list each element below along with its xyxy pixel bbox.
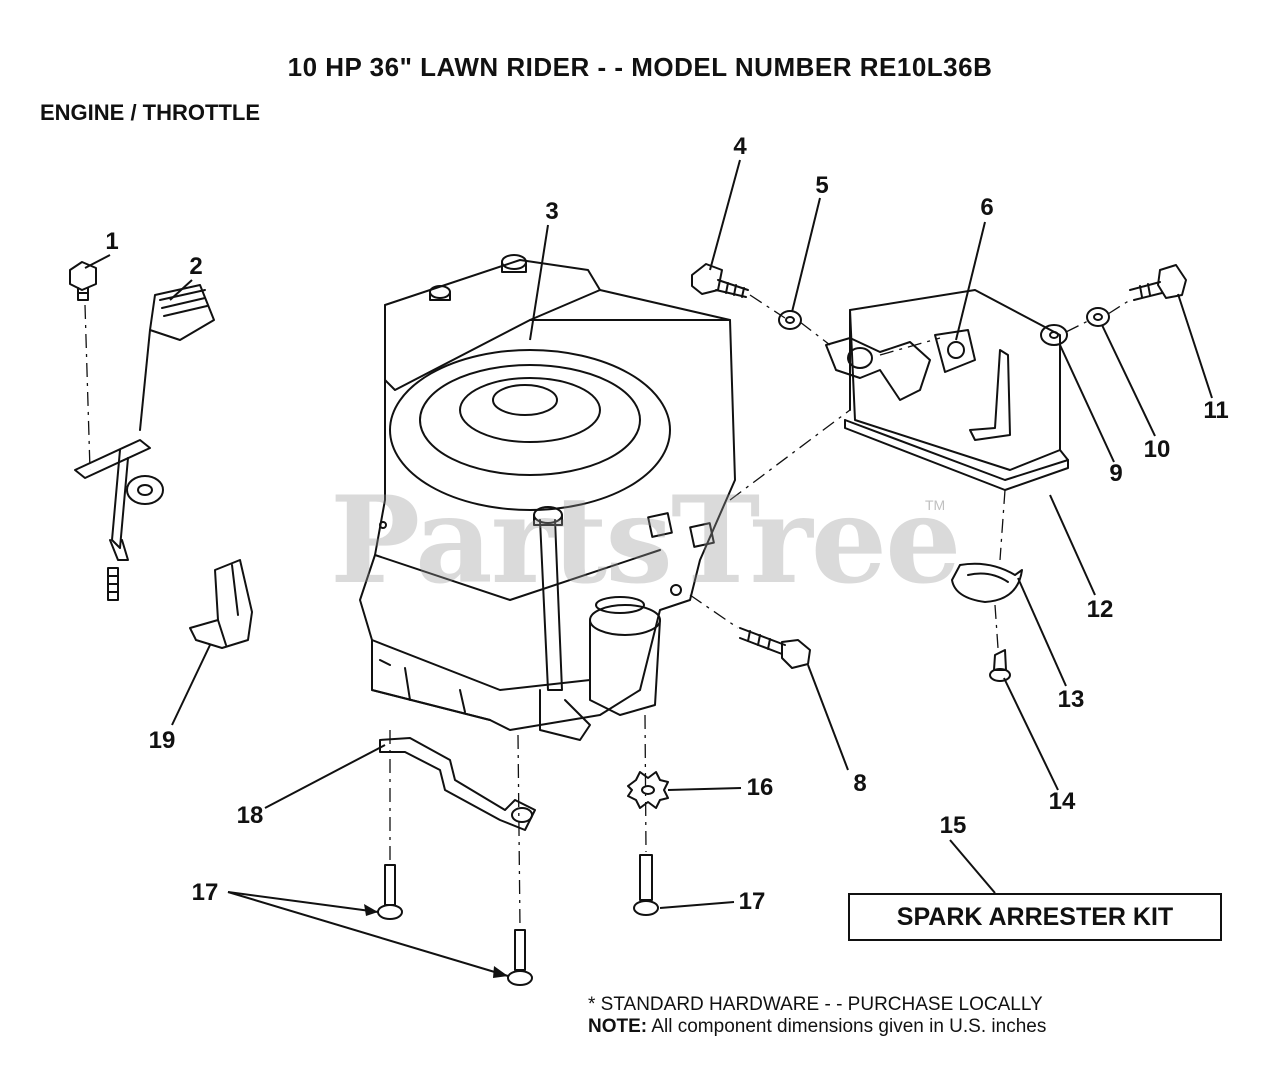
callout-6: 6 [980,194,994,221]
part-8-bolt [739,627,811,669]
part-1-bolt [69,261,97,301]
note-text: All component dimensions given in U.S. i… [651,1016,1047,1037]
callout-14: 14 [1048,788,1076,815]
part-6-gasket [825,329,976,401]
part-14-screw [989,649,1011,682]
part-10-lockwasher [1086,307,1110,327]
callout-17-left: 17 [191,879,219,906]
callout-9: 9 [1109,460,1123,487]
part-3-engine [359,254,736,741]
callout-15: 15 [939,812,967,839]
part-13-spark-arrester-screen [951,562,1023,603]
callout-19: 19 [148,727,176,754]
callout-8: 8 [853,770,867,797]
leader-lines [84,159,1213,977]
part-16-star-washer [627,771,669,809]
section-title: ENGINE / THROTTLE [40,100,260,125]
callout-1: 1 [105,228,119,255]
callout-2: 2 [189,253,203,280]
dimensions-note: NOTE: All component dimensions given in … [588,1016,1046,1038]
part-19-cable-clamp [189,559,253,649]
part-4-bolt [691,263,749,298]
callout-3: 3 [545,198,559,225]
part-12-muffler [844,289,1069,491]
callout-17-right: 17 [738,888,766,915]
part-18-bracket [379,737,536,831]
callout-18: 18 [236,802,264,829]
callout-11: 11 [1203,397,1229,424]
part-11-bolt [1129,264,1187,301]
callout-10: 10 [1143,436,1171,463]
callout-5: 5 [815,172,829,199]
hardware-footnote: * STANDARD HARDWARE - - PURCHASE LOCALLY [588,994,1043,1015]
callout-4: 4 [733,133,747,160]
callout-16: 16 [746,774,774,801]
watermark-trademark: TM [925,497,946,513]
callout-12: 12 [1086,596,1114,623]
leader-arrowheads [364,904,508,978]
spark-arrester-kit-label: SPARK ARRESTER KIT [848,893,1222,941]
callout-13: 13 [1057,686,1085,713]
part-9-washer [1040,324,1068,346]
part-17-bolts [377,854,659,986]
assembly-lines [84,294,1131,929]
part-5-washer [778,310,802,330]
note-label: NOTE: [588,1016,648,1037]
watermark: PartsTree [330,470,961,611]
page-title: 10 HP 36" LAWN RIDER - - MODEL NUMBER RE… [287,52,993,82]
part-2-throttle-control [74,284,215,601]
